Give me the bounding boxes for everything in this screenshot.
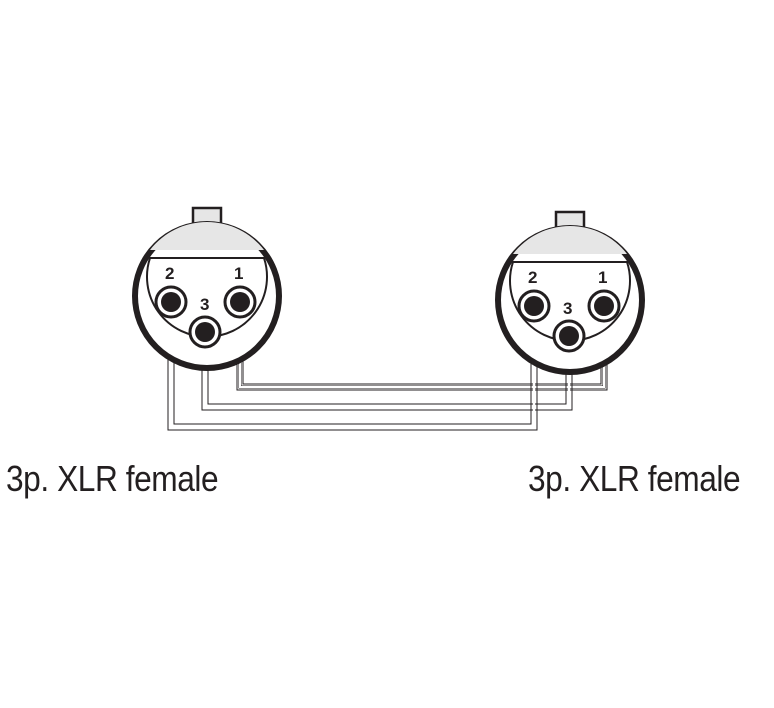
wire-pin-2-outline — [167, 316, 538, 431]
pin-socket-1-hole — [594, 296, 614, 316]
latch-groove — [150, 221, 264, 250]
connector-right-caption: 3p. XLR female — [528, 458, 741, 499]
connector-left: 2 1 3 — [132, 206, 282, 371]
pin-label-1: 1 — [598, 268, 607, 287]
pin-socket-2-hole — [524, 296, 544, 316]
pin-label-2: 2 — [528, 268, 537, 287]
connector-right: 2 1 3 — [495, 210, 645, 375]
wire-pin-3-outline — [201, 345, 573, 411]
pin-label-3: 3 — [563, 299, 572, 318]
wire-pin-3 — [204, 345, 570, 408]
pin-socket-1-hole — [230, 292, 250, 312]
pin-label-3: 3 — [200, 295, 209, 314]
connector-left-caption: 3p. XLR female — [6, 458, 219, 499]
wire-pin-2 — [170, 316, 535, 428]
pin-socket-2-hole — [161, 292, 181, 312]
pin-socket-3-hole — [195, 322, 215, 342]
latch-groove — [513, 225, 627, 254]
pin-socket-3-hole — [559, 326, 579, 346]
pin-label-2: 2 — [165, 264, 174, 283]
pin-label-1: 1 — [234, 264, 243, 283]
